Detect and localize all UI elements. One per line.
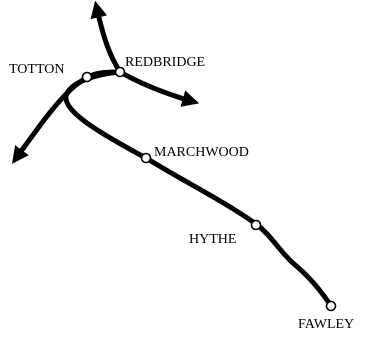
south-west-line [12, 69, 123, 164]
station-marchwood-marker [140, 152, 152, 164]
station-marchwood-label: MARCHWOOD [154, 145, 249, 160]
station-redbridge-label: REDBRIDGE [125, 55, 205, 70]
station-fawley-marker [325, 300, 337, 312]
station-fawley-label: FAWLEY [298, 317, 354, 332]
east-line [117, 69, 200, 107]
station-redbridge-marker [114, 66, 126, 78]
station-totton-label: TOTTON [9, 62, 64, 77]
fawley-branch-line [63, 69, 334, 309]
station-hythe-label: HYTHE [189, 232, 236, 247]
north-line [90, 0, 123, 75]
station-hythe-marker [250, 219, 262, 231]
station-totton-marker [81, 71, 93, 83]
